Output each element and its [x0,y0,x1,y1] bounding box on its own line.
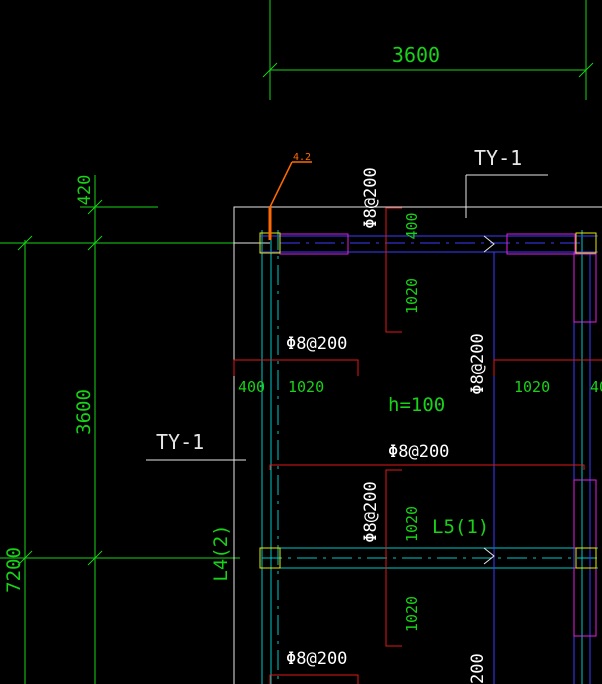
rebar-spec-middle-vertical: Φ8@200 [361,481,381,542]
section-mark-left: TY-1 [156,430,204,454]
dim-top-span: 3600 [392,43,440,67]
columns [259,232,597,569]
leader-line [268,161,312,240]
rebar-length-right-400: 400 [590,378,602,396]
dim-left-span: 3600 [73,389,95,435]
rebar-spec-right-vertical: Φ8@200 [468,333,488,394]
section-mark-top: TY-1 [474,146,522,170]
rebar-spec-top-vertical: Φ8@200 [361,167,381,228]
rebar-spec-left-horizontal: Φ8@200 [286,334,347,354]
dim-left-offset: 420 [75,175,95,206]
rebar-length-right-1020: 1020 [514,378,550,396]
rebar-length-top-400: 400 [403,212,421,239]
rebar-length-middle-1020-a: 1020 [403,506,421,542]
rebar-lines [233,207,602,684]
slab-thickness: h=100 [388,394,445,416]
axis-lines [261,230,598,684]
dim-left-total: 7200 [3,547,25,593]
rebar-length-left-1020: 1020 [288,378,324,396]
rebar-spec-middle-horizontal: Φ8@200 [388,442,449,462]
rebar-length-middle-1020-b: 1020 [403,596,421,632]
leader-callout: 4.2 [293,152,311,163]
slab-outline [146,174,602,684]
rebar-length-left-400: 400 [238,378,265,396]
rebar-spec-bottom-horizontal: Φ8@200 [286,649,347,669]
rebar-length-top-1020: 1020 [403,278,421,314]
rebar-spec-bottom-vertical: Φ8@200 [468,653,488,684]
beam-label-l4: L4(2) [210,524,232,581]
arrow-marks [483,235,495,565]
opening-marks [279,233,597,637]
beam-label-l5: L5(1) [432,516,489,538]
